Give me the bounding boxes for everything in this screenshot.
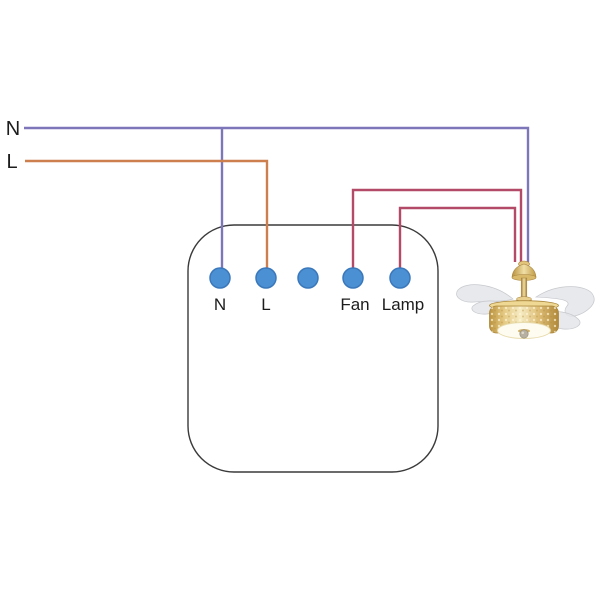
terminal-lamp bbox=[389, 267, 411, 289]
fan-blade-right-outer bbox=[534, 286, 595, 317]
ceiling-fan-icon bbox=[456, 260, 595, 339]
wire-neutral bbox=[24, 126, 530, 269]
terminal-fan-label: Fan bbox=[340, 295, 369, 314]
terminal-lamp-label: Lamp bbox=[382, 295, 425, 314]
wire-fan-load bbox=[351, 188, 523, 269]
lamp-knob-highlight bbox=[521, 331, 525, 335]
terminal-n-label: N bbox=[214, 295, 226, 314]
terminal-fan bbox=[342, 267, 364, 289]
terminal-l bbox=[255, 267, 277, 289]
terminal-labels: N L Fan Lamp bbox=[214, 295, 424, 314]
fan-downrod bbox=[520, 277, 528, 300]
terminal-n bbox=[209, 267, 231, 289]
wire-lamp-load bbox=[398, 206, 517, 269]
lamp-center-knob bbox=[519, 329, 529, 339]
terminal-l-label: L bbox=[261, 295, 270, 314]
switch-module-body bbox=[187, 224, 439, 473]
fan-blade-left-outer bbox=[456, 284, 514, 303]
wire-live bbox=[25, 159, 269, 269]
fan-canopy bbox=[511, 263, 537, 278]
supply-neutral-label: N bbox=[6, 118, 20, 140]
terminal-row bbox=[209, 267, 411, 289]
supply-live-label: L bbox=[6, 151, 17, 173]
terminal-spare bbox=[297, 267, 319, 289]
